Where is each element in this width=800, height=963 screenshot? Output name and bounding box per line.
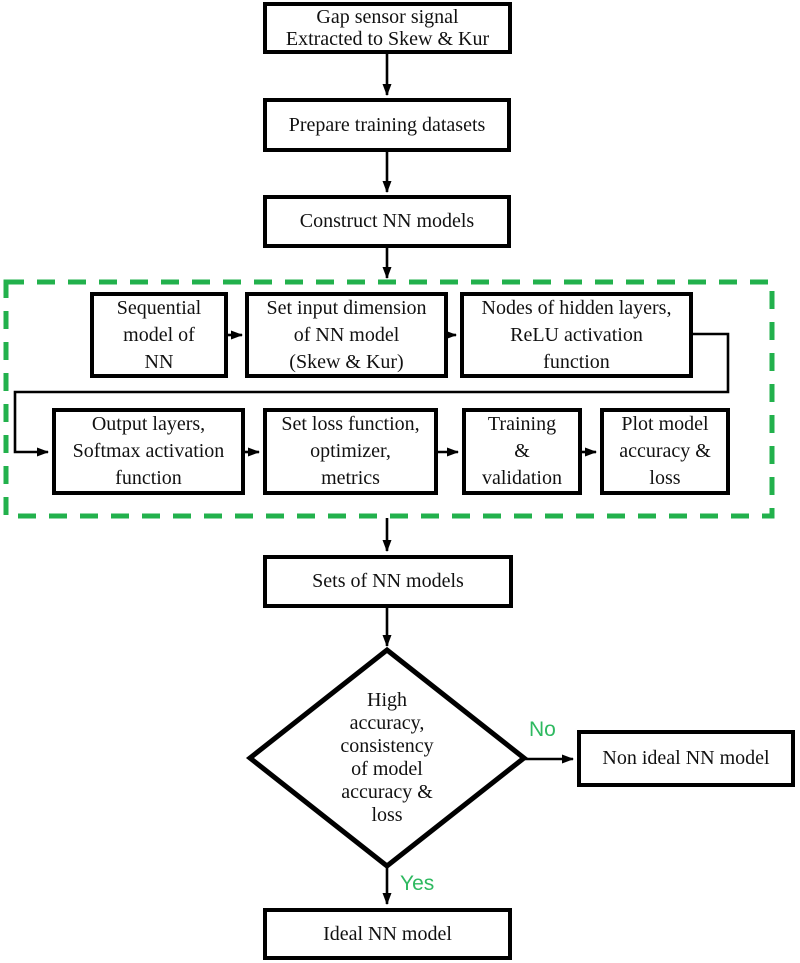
node-plot-accuracy-loss: Plot model accuracy & loss	[600, 408, 730, 495]
node-construct-models: Construct NN models	[263, 195, 511, 248]
node-ideal-model: Ideal NN model	[263, 908, 512, 960]
edge-label-no: No	[529, 718, 556, 741]
node-training-validation: Training & validation	[462, 408, 582, 495]
decision-diamond-text: High accuracy, consistency of model accu…	[340, 689, 434, 826]
node-gap-sensor: Gap sensor signal Extracted to Skew & Ku…	[263, 2, 512, 54]
edge-nodes-to-output-elbow	[13, 332, 730, 457]
node-sets-of-models: Sets of NN models	[263, 555, 513, 608]
edge-label-yes: Yes	[400, 872, 435, 895]
node-non-ideal-model: Non ideal NN model	[577, 730, 795, 787]
nn-construction-group-border	[3, 279, 775, 519]
node-sequential-model: Sequential model of NN	[90, 292, 228, 378]
node-hidden-layers: Nodes of hidden layers, ReLU activation …	[460, 292, 693, 378]
node-output-layers: Output layers, Softmax activation functi…	[52, 408, 245, 495]
node-prepare-datasets: Prepare training datasets	[263, 98, 511, 152]
node-set-loss-function: Set loss function, optimizer, metrics	[263, 408, 438, 495]
node-set-input-dimension: Set input dimension of NN model (Skew & …	[245, 292, 448, 378]
